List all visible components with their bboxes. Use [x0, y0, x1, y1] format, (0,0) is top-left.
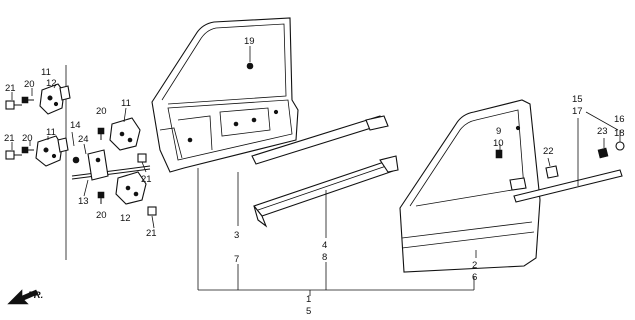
callout-11-a: 11 [46, 127, 56, 138]
clip-23 [597, 147, 609, 159]
callout-10: 10 [493, 138, 504, 149]
callout-21-a: 21 [5, 83, 16, 94]
callout-20-d: 20 [96, 106, 107, 117]
callout-21-b: 21 [4, 133, 15, 144]
callout-11-c: 11 [121, 98, 131, 109]
clip-22 [545, 165, 559, 179]
upper-hinge-assembly [39, 83, 71, 115]
bolt-20-lower-left [21, 146, 34, 154]
molding-upper-3-7 [251, 115, 389, 165]
middle-hinge-assembly [35, 135, 69, 167]
bolt-20-upper [21, 96, 34, 104]
door-check-rod [71, 149, 151, 181]
callout-21-d: 21 [146, 228, 157, 239]
callout-18: 18 [614, 128, 625, 139]
callout-17: 17 [572, 106, 583, 117]
bolt-21-lower-left [5, 150, 22, 160]
bolt-21-upper [5, 100, 22, 110]
bolt-20-bottom [97, 191, 105, 204]
callout-20-c: 20 [96, 210, 107, 221]
clip-19 [246, 62, 254, 70]
callout-8: 8 [322, 252, 327, 263]
callout-16: 16 [614, 114, 625, 125]
callout-20-b: 20 [22, 133, 33, 144]
callout-4: 4 [322, 240, 327, 251]
direction-label: FR. [28, 290, 43, 301]
callout-19: 19 [244, 36, 255, 47]
bolt-20-mid [97, 127, 105, 140]
bolt-21-mid [137, 153, 147, 163]
callout-23: 23 [597, 126, 608, 137]
front-direction-arrow [7, 289, 39, 305]
weatherstrip-15-17 [513, 169, 623, 203]
callout-1: 1 [306, 294, 311, 305]
callout-20-a: 20 [24, 79, 35, 90]
clip-18 [615, 141, 625, 151]
callout-15: 15 [572, 94, 583, 105]
callout-12-a: 12 [46, 78, 57, 89]
molding-lower-4-8 [253, 155, 399, 228]
callout-14: 14 [70, 120, 81, 131]
callout-3: 3 [234, 230, 239, 241]
callout-9: 9 [496, 126, 501, 137]
callout-2: 2 [472, 260, 477, 271]
callout-5: 5 [306, 306, 311, 317]
callout-21-c: 21 [141, 174, 152, 185]
callout-13: 13 [78, 196, 89, 207]
door-frame-inner [151, 17, 299, 173]
upper-hinge-right [109, 117, 141, 151]
callout-12-b: 12 [120, 213, 131, 224]
callout-22: 22 [543, 146, 554, 157]
callout-24: 24 [78, 134, 89, 145]
callout-11-b: 11 [41, 67, 51, 78]
door-outer-skin [399, 99, 541, 273]
leader-lines [11, 46, 621, 296]
callout-6: 6 [472, 272, 477, 283]
bolt-21-bottom [147, 206, 157, 216]
lower-hinge-right [115, 171, 147, 205]
callout-7: 7 [234, 254, 239, 265]
